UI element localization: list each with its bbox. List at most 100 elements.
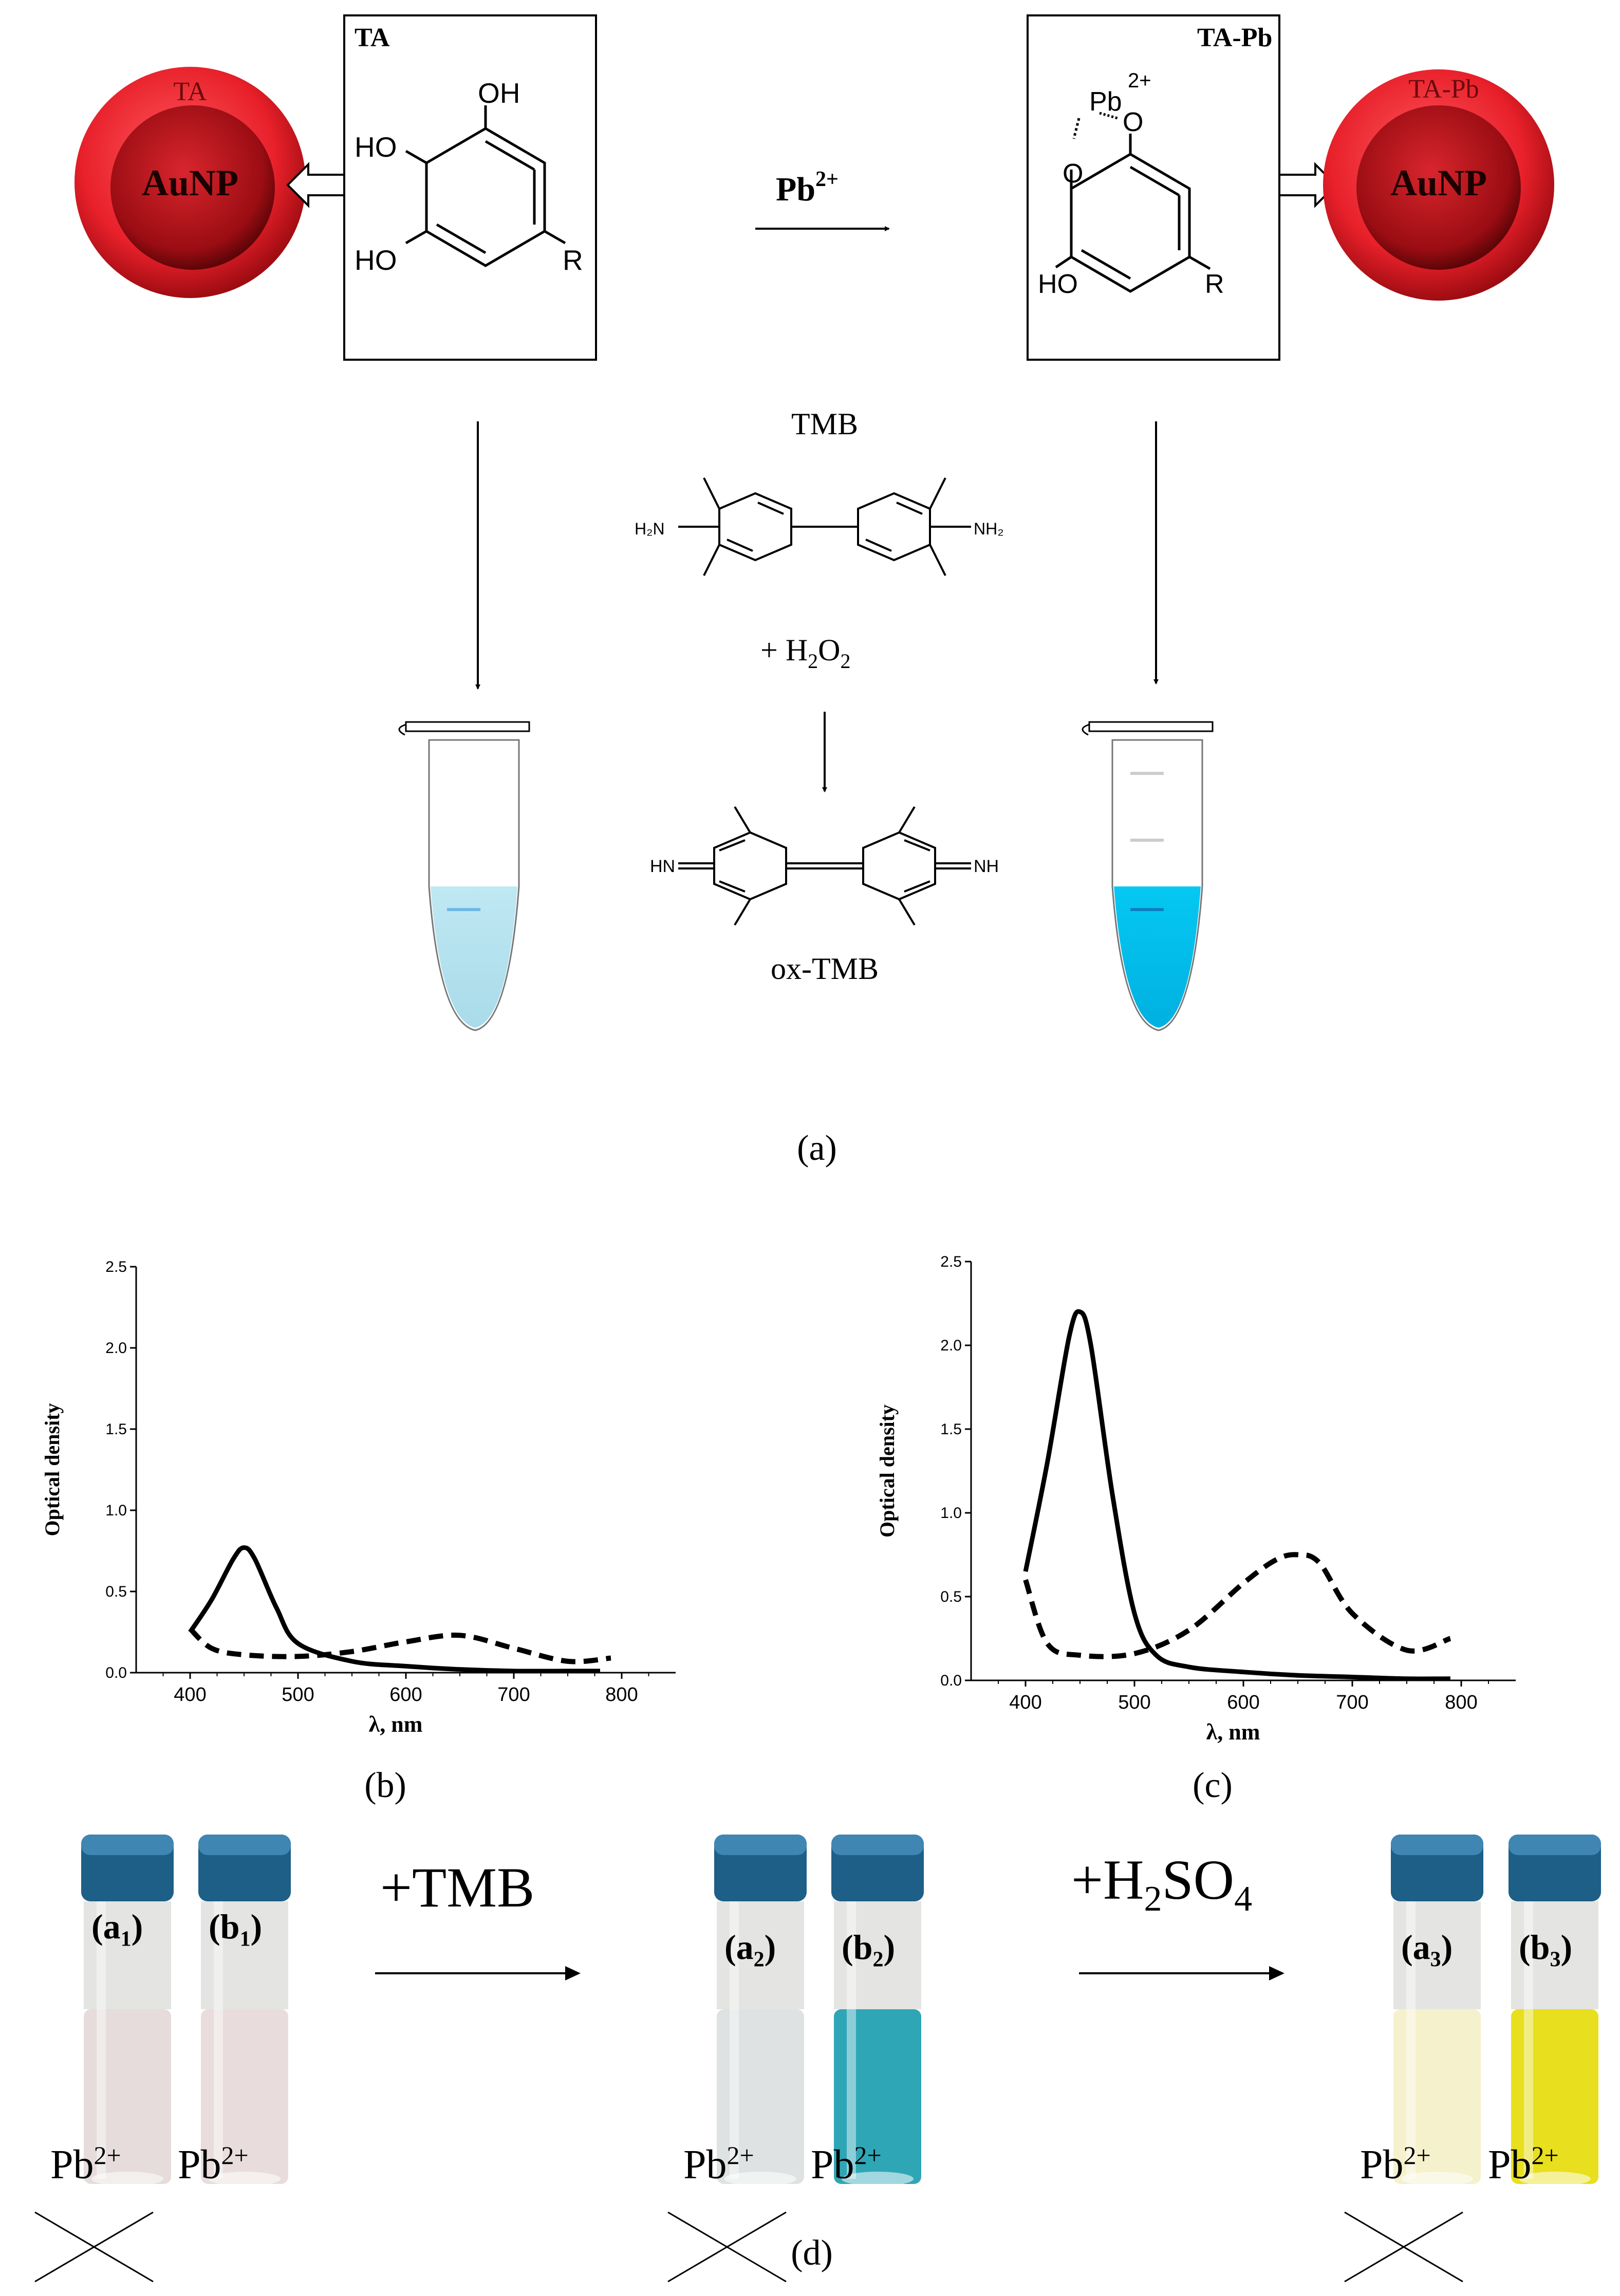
y-tick-label: 0.0 xyxy=(940,1672,962,1689)
vial-empty-part xyxy=(1393,1901,1481,2009)
tapb-box-title: TA-Pb xyxy=(1197,23,1272,52)
vial-id-label: (b1) xyxy=(209,1907,263,1951)
tapb-pb: Pb xyxy=(1089,87,1122,117)
x-tick-label: 600 xyxy=(1227,1692,1259,1713)
y-tick-label: 2.5 xyxy=(940,1253,962,1270)
vial-liquid xyxy=(834,2009,921,2184)
vial-liquid xyxy=(1393,2009,1481,2184)
ta-oh-top: OH xyxy=(478,77,520,109)
pb-label: Pb2+ xyxy=(1488,2141,1559,2188)
vial-empty-part xyxy=(201,1901,288,2009)
x-axis-label: λ, nm xyxy=(1206,1719,1260,1745)
vial-bottom xyxy=(724,2172,796,2186)
y-tick-label: 0.5 xyxy=(940,1588,962,1605)
step-arrowhead xyxy=(565,1966,581,1980)
vial-cap-top xyxy=(1509,1835,1601,1855)
cross-line xyxy=(667,2211,787,2283)
vial-id-label: (a3) xyxy=(1401,1928,1453,1972)
x-tick-label: 500 xyxy=(282,1684,314,1706)
vial-liquid xyxy=(717,2009,804,2184)
x-tick-label: 500 xyxy=(1118,1692,1150,1713)
right-nanoparticle: TA-Pb AuNP xyxy=(1323,69,1554,301)
tapb-o-left: O xyxy=(1063,159,1083,189)
vial-bottom xyxy=(209,2172,281,2186)
vial-cap-top xyxy=(81,1835,174,1855)
oxtmb-nh: NH xyxy=(974,857,999,876)
y-tick-label: 2.0 xyxy=(105,1340,127,1357)
vial-empty-part xyxy=(84,1901,171,2009)
oxtmb-structure xyxy=(678,806,971,926)
left-link-arrow xyxy=(286,162,345,208)
pb-label-crossed: Pb2+ xyxy=(1360,2141,1431,2188)
vial xyxy=(81,1835,174,2186)
caption-a: (a) xyxy=(797,1128,837,1168)
vial-liquid xyxy=(201,2009,288,2184)
tmb-h2n: H₂N xyxy=(635,520,665,538)
vial-reflection xyxy=(1406,1901,1416,2179)
y-tick-label: 1.5 xyxy=(940,1421,962,1438)
y-tick-label: 1.0 xyxy=(105,1502,127,1519)
cross-line xyxy=(1344,2211,1463,2283)
vial xyxy=(198,1835,291,2186)
y-tick-label: 2.5 xyxy=(105,1258,127,1275)
vial xyxy=(714,1835,807,2186)
y-tick-label: 1.5 xyxy=(105,1421,127,1438)
pb-label-crossed: Pb2+ xyxy=(683,2141,754,2188)
vial xyxy=(831,1835,924,2186)
vial-cap-top xyxy=(1391,1835,1483,1855)
vial-liquid xyxy=(84,2009,171,2184)
y-tick-label: 2.0 xyxy=(940,1337,962,1354)
tapb-pb-charge: 2+ xyxy=(1128,69,1151,92)
caption-b: (b) xyxy=(364,1766,406,1805)
tapb-ho-bottom: HO xyxy=(1038,269,1078,299)
x-tick-label: 800 xyxy=(1445,1692,1477,1713)
step-h2so4-label: +H2SO4 xyxy=(1071,1848,1253,1919)
x-tick-label: 800 xyxy=(605,1684,638,1706)
series-dashed-line xyxy=(188,1626,611,1664)
right-shell-label: TA-Pb xyxy=(1408,75,1479,104)
y-tick-label: 0.0 xyxy=(105,1664,127,1681)
series-solid-line xyxy=(1023,1309,1450,1681)
vial-cap-top xyxy=(714,1835,807,1855)
vial-empty-part xyxy=(834,1901,921,2009)
caption-c: (c) xyxy=(1193,1766,1233,1805)
step-tmb-label: +TMB xyxy=(380,1856,535,1919)
cross-line xyxy=(34,2211,154,2283)
x-tick-label: 600 xyxy=(389,1684,422,1706)
ta-ho-mid: HO xyxy=(355,131,397,163)
vial-empty-part xyxy=(717,1901,804,2009)
pb-label-crossed: Pb2+ xyxy=(50,2141,121,2188)
tapb-r: R xyxy=(1205,269,1224,299)
left-nanoparticle: TA AuNP xyxy=(75,67,306,298)
y-tick-label: 1.0 xyxy=(940,1505,962,1522)
vial-id-label: (a2) xyxy=(724,1928,776,1972)
y-tick-label: 0.5 xyxy=(105,1583,127,1600)
vial xyxy=(1391,1835,1483,2186)
vial-empty-part xyxy=(1511,1901,1598,2009)
vial-bottom xyxy=(1401,2172,1473,2186)
vial-bottom xyxy=(91,2172,163,2186)
h2o2-label: + H2O2 xyxy=(760,633,851,673)
vial-id-label: (a1) xyxy=(91,1907,143,1951)
tmb-label: TMB xyxy=(791,407,858,441)
x-tick-label: 700 xyxy=(497,1684,530,1706)
vial-cap-top xyxy=(198,1835,291,1855)
ta-structure xyxy=(405,105,566,267)
x-tick-label: 700 xyxy=(1336,1692,1368,1713)
tapb-structure xyxy=(1055,112,1211,293)
left-shell-label: TA xyxy=(173,77,207,106)
series-dashed-line xyxy=(1023,1552,1451,1659)
pb-label: Pb2+ xyxy=(178,2141,249,2188)
vial-id-label: (b3) xyxy=(1519,1928,1573,1972)
ta-r: R xyxy=(563,244,583,276)
caption-d: (d) xyxy=(791,2233,833,2273)
oxtmb-label: ox-TMB xyxy=(771,952,879,986)
vial-reflection xyxy=(214,1901,223,2179)
ta-ho-bottom: HO xyxy=(355,244,397,276)
ta-box-title: TA xyxy=(355,23,390,52)
y-axis-label: Optical density xyxy=(41,1403,64,1536)
vial-reflection xyxy=(730,1901,739,2179)
vial-bottom xyxy=(842,2172,914,2186)
